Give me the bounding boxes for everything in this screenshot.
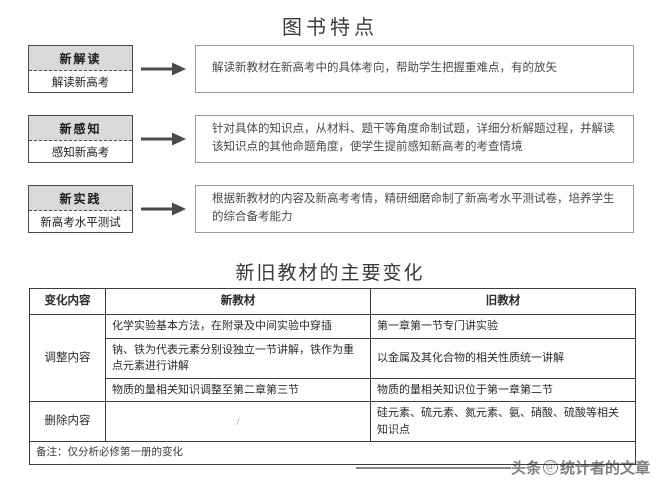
feature-tag-box[interactable]: 新解读 解读新高考 <box>28 45 133 93</box>
arrow-right-icon <box>133 115 195 163</box>
cell-old-textbook: 以金属及其化合物的相关性质统一讲解 <box>370 337 636 379</box>
feature-tag-title: 新感知 <box>29 116 132 141</box>
feature-tag-box[interactable]: 新实践 新高考水平测试 <box>28 185 133 233</box>
table-row: 调整内容 化学实验基本方法，在附录及中间实验中穿插 第一章第一节专门讲实验 <box>29 314 636 403</box>
feature-tag-title: 新实践 <box>29 186 132 211</box>
cell-new-textbook: 化学实验基本方法，在附录及中间实验中穿插 <box>105 314 371 339</box>
page-title-features: 图书特点 <box>282 15 378 39</box>
feature-description: 针对具体的知识点，从材料、题干等角度命制试题，详细分析解题过程，并解读该知识点的… <box>195 115 634 163</box>
arrow-right-icon <box>133 185 195 233</box>
column-header-new-textbook: 新教材 <box>105 287 371 316</box>
feature-description: 解读新教材在新高考中的具体考向，帮助学生把握重难点，有的放矢 <box>195 45 634 93</box>
feature-tag-title: 新解读 <box>29 46 132 71</box>
cell-old-textbook: 第一章第一节专门讲实验 <box>370 314 636 339</box>
cell-old-textbook: 硅元素、硫元素、氮元素、氨、硝酸、硫酸等相关知识点 <box>370 401 636 443</box>
table-note-row: 备注：仅分析必修第一册的变化 <box>29 441 636 465</box>
watermark-line <box>355 466 511 469</box>
feature-row: 新解读 解读新高考 解读新教材在新高考中的具体考向，帮助学生把握重难点，有的放矢 <box>28 45 634 93</box>
row-label-adjusted-content: 调整内容 <box>29 314 106 403</box>
feature-tag-subtitle: 解读新高考 <box>29 71 132 92</box>
table-header-row: 变化内容 新教材 旧教材 <box>29 287 636 316</box>
page-title-changes: 新旧教材的主要变化 <box>235 262 425 284</box>
cell-new-textbook: 物质的量相关知识调整至第二章第三节 <box>105 377 371 403</box>
feature-description: 根据新教材的内容及新高考考情，精研细磨命制了新高考水平测试卷，培养学生的综合备考… <box>195 185 634 233</box>
feature-tag-subtitle: 新高考水平测试 <box>29 211 132 232</box>
feature-row: 新感知 感知新高考 针对具体的知识点，从材料、题干等角度命制试题，详细分析解题过… <box>28 115 634 163</box>
table-row: 钠、铁为代表元素分别设独立一节讲解，铁作为重点元素进行讲解 以金属及其化合物的相… <box>30 337 636 379</box>
feature-tag-subtitle: 感知新高考 <box>29 141 132 162</box>
feature-tag-box[interactable]: 新感知 感知新高考 <box>28 115 133 163</box>
arrow-right-icon <box>133 45 195 93</box>
column-header-old-textbook: 旧教材 <box>370 287 636 316</box>
column-header-change-type: 变化内容 <box>29 287 106 316</box>
cell-new-textbook: / <box>105 401 371 443</box>
table-row: 物质的量相关知识调整至第二章第三节 物质的量相关知识位于第一章第二节 <box>30 377 636 403</box>
table-note: 备注：仅分析必修第一册的变化 <box>29 441 636 465</box>
table-row: 删除内容 / 硅元素、硫元素、氮元素、氨、硝酸、硫酸等相关知识点 <box>29 401 636 443</box>
row-label-deleted-content: 删除内容 <box>29 401 106 443</box>
changes-table: 变化内容 新教材 旧教材 调整内容 化学实验基本方法，在附录及中间实验中穿插 第… <box>29 287 636 465</box>
cell-old-textbook: 物质的量相关知识位于第一章第二节 <box>370 377 636 403</box>
feature-row: 新实践 新高考水平测试 根据新教材的内容及新高考考情，精研细磨命制了新高考水平测… <box>28 185 634 233</box>
cell-new-textbook: 钠、铁为代表元素分别设独立一节讲解，铁作为重点元素进行讲解 <box>105 337 371 379</box>
